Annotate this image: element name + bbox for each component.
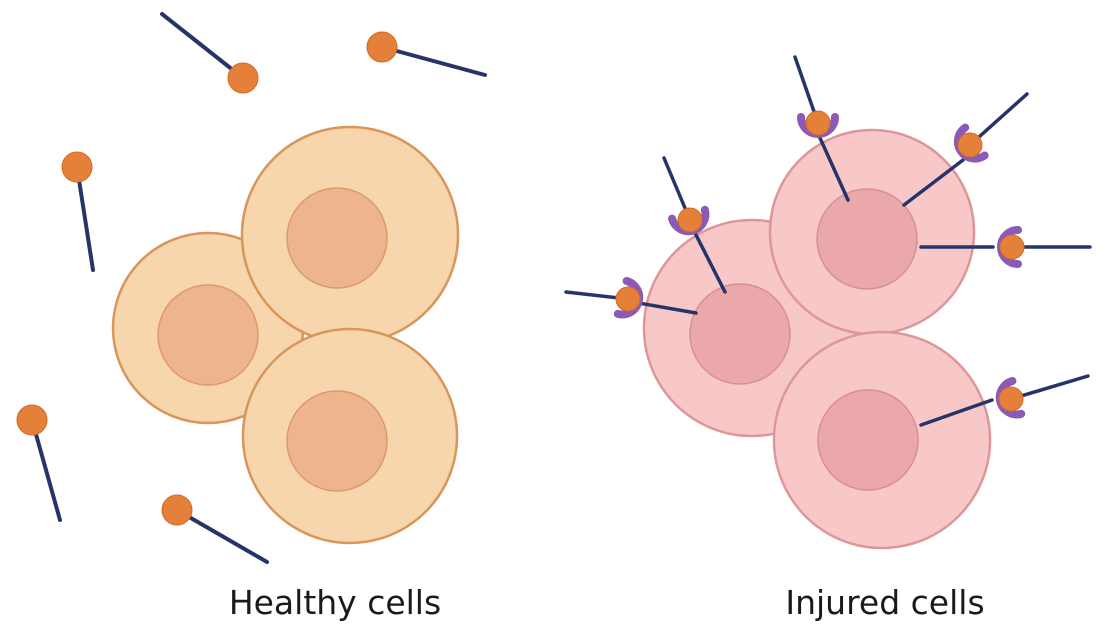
probe-head bbox=[998, 386, 1024, 412]
probe-stem bbox=[968, 92, 1029, 147]
bound-probe bbox=[997, 226, 1092, 268]
cell-nucleus bbox=[817, 389, 919, 491]
bound-probe bbox=[953, 92, 1029, 163]
free-probe bbox=[161, 494, 269, 564]
probe-stem bbox=[175, 508, 269, 564]
healthy-cells-label: Healthy cells bbox=[228, 583, 442, 622]
probe-head bbox=[677, 207, 703, 233]
healthy-cell bbox=[241, 327, 459, 545]
receptor-link bbox=[691, 227, 727, 294]
probe-head bbox=[16, 404, 48, 436]
bound-probe bbox=[793, 55, 839, 138]
cell-nucleus bbox=[286, 390, 388, 492]
cell-nucleus bbox=[157, 284, 259, 386]
free-probe bbox=[61, 151, 95, 272]
injured-cell bbox=[768, 128, 976, 336]
healthy-cells-group bbox=[16, 12, 487, 564]
free-probe bbox=[16, 404, 62, 522]
receptor-link bbox=[631, 300, 698, 315]
bound-probe bbox=[995, 374, 1090, 419]
probe-stem bbox=[75, 165, 95, 272]
probe-head bbox=[957, 132, 983, 158]
probe-stem bbox=[1009, 374, 1090, 401]
injured-cells-label: Injured cells bbox=[785, 583, 985, 622]
cell-nucleus bbox=[816, 188, 918, 290]
probe-head bbox=[999, 234, 1025, 260]
receptor-link bbox=[902, 158, 965, 207]
probe-head bbox=[615, 286, 641, 312]
probe-head bbox=[366, 31, 398, 63]
free-probe bbox=[366, 31, 487, 77]
receptor-link bbox=[919, 398, 994, 427]
probe-stem bbox=[380, 45, 487, 77]
probe-stem bbox=[30, 418, 62, 522]
injured-cell bbox=[772, 330, 992, 550]
cell-nucleus bbox=[286, 187, 388, 289]
bound-probe bbox=[662, 156, 710, 236]
probe-head bbox=[61, 151, 93, 183]
probe-head bbox=[227, 62, 259, 94]
injured-cells-group bbox=[564, 55, 1092, 550]
free-probe bbox=[160, 12, 259, 94]
probe-head bbox=[161, 494, 193, 526]
bound-probe bbox=[564, 277, 644, 319]
receptor-link bbox=[818, 136, 850, 202]
probe-head bbox=[805, 110, 831, 136]
probe-stem bbox=[160, 12, 245, 80]
cell-nucleus bbox=[689, 283, 791, 385]
healthy-cell bbox=[240, 125, 460, 345]
